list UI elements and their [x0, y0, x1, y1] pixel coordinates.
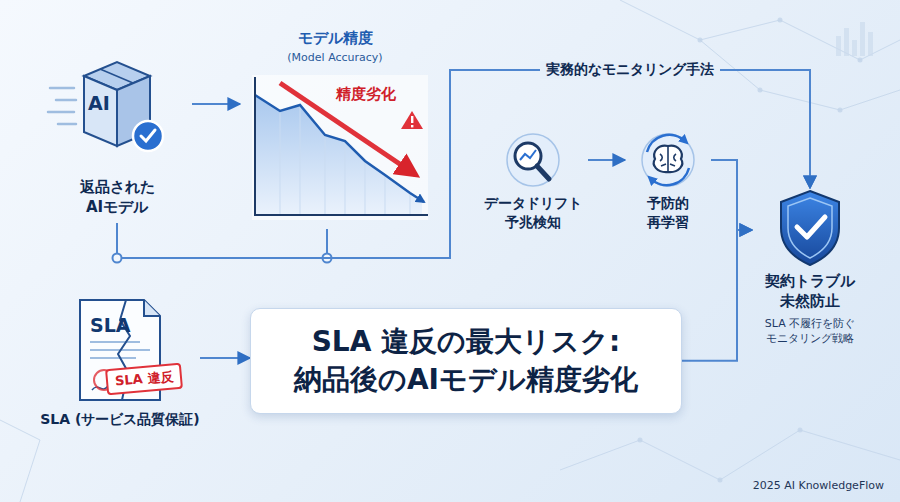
retrain-brain-icon: [625, 132, 711, 192]
node-text: SLA 違反: [105, 363, 183, 396]
node-text: データドリフト 予兆検知: [478, 194, 588, 232]
sla-document-node: SLA SLA 違反 SLA (サービス品質保証): [40, 296, 200, 433]
node-text: 返品された AIモデル: [67, 178, 167, 217]
node-text: (Model Accuracy): [240, 51, 430, 64]
node-text: AI: [88, 92, 110, 114]
magnifier-icon: [478, 132, 588, 192]
flow-connector: [117, 70, 810, 258]
junction-dot: [113, 254, 122, 263]
node-text: 予防的 再学習: [625, 194, 711, 232]
node-text: モデル精度: [240, 29, 430, 48]
flow-connector: [711, 160, 752, 230]
flow-connector: [192, 103, 240, 105]
node-text: SLA (サービス品質保証): [40, 410, 200, 429]
node-text: 精度劣化: [336, 85, 396, 104]
copyright-note: 2025 AI KnowledgeFlow: [753, 479, 884, 492]
node-text: SLA 違反の最大リスク: 納品後のAIモデル精度劣化: [267, 323, 665, 399]
prevention-node: 契約トラブル 未然防止 SLA 不履行を防ぐ モニタリング戦略: [752, 188, 868, 347]
flow-connector: [588, 159, 625, 161]
risk-headline-box: SLA 違反の最大リスク: 納品後のAIモデル精度劣化: [250, 308, 682, 414]
node-text: SLA 不履行を防ぐ モニタリング戦略: [752, 317, 868, 347]
retraining-node: 予防的 再学習: [625, 132, 711, 236]
connector-label: 実務的なモニタリング手法: [540, 61, 720, 79]
flow-connector: [682, 230, 752, 361]
drift-detection-node: データドリフト 予兆検知: [478, 132, 588, 236]
node-text: 契約トラブル 未然防止: [752, 272, 868, 311]
shield-icon: [752, 188, 868, 268]
flow-connector: [200, 357, 250, 359]
node-text: SLA: [90, 314, 131, 336]
ai-box-icon: [42, 40, 192, 175]
returned-model-node: AI 返品された AIモデル: [42, 40, 192, 221]
accuracy-chart-node: モデル精度 (Model Accuracy) 精度劣化: [240, 25, 430, 229]
